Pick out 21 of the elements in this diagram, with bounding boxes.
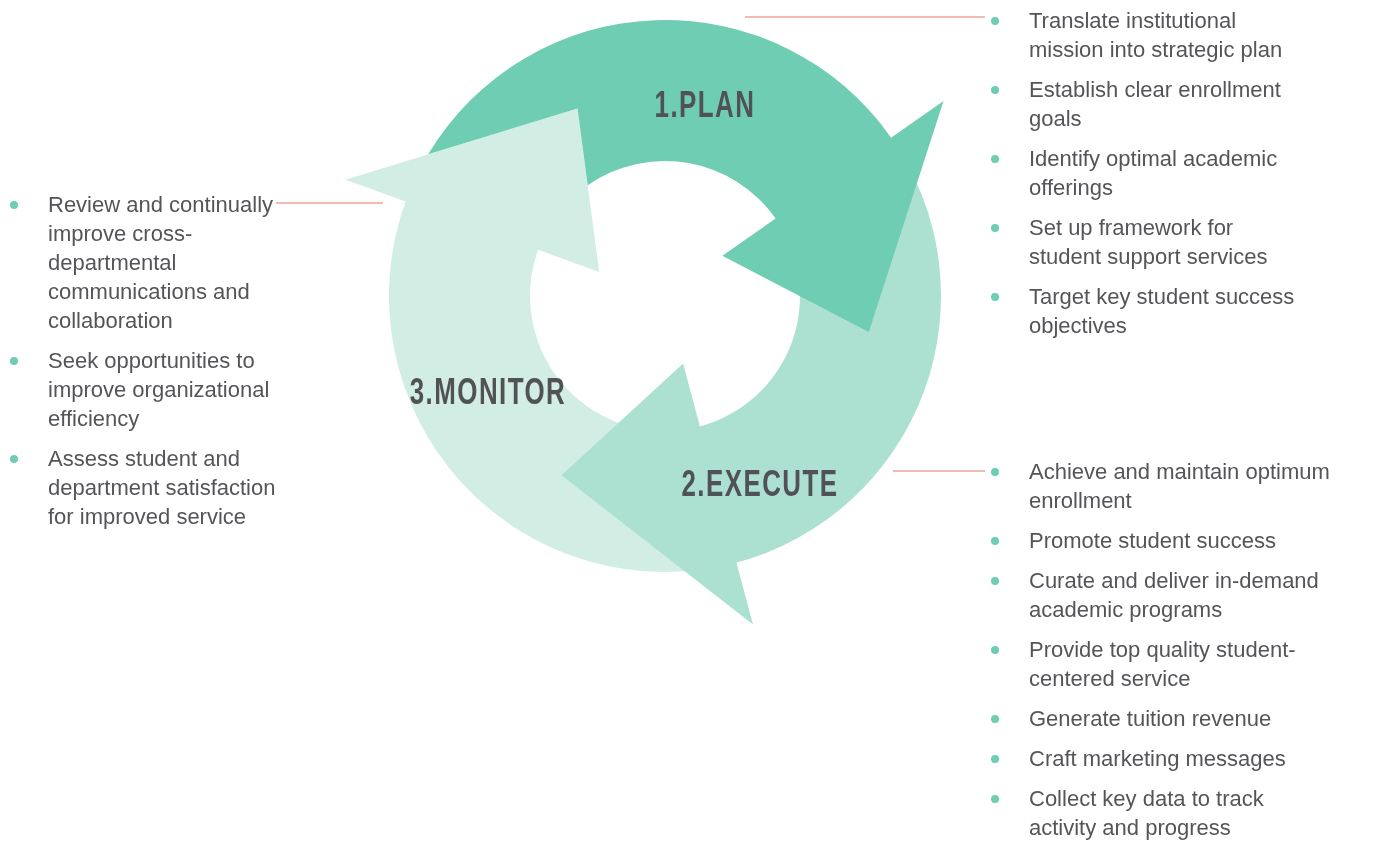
leader-line	[892, 470, 986, 472]
bullet-text: Provide top quality student-centered service	[1029, 636, 1297, 693]
stage-label: 3.MONITOR	[409, 374, 567, 410]
bullet-text: Craft marketing messages	[1029, 745, 1287, 773]
bullet-text: Seek opportunities to improve organizational efficiency	[48, 347, 271, 433]
bullet-text: Promote student success	[1029, 527, 1277, 555]
leader-line	[744, 16, 986, 18]
stage-label: 1.PLAN	[654, 87, 756, 123]
bullet-text: Establish clear enrollment goals	[1029, 76, 1282, 133]
stage-label: 2.EXECUTE	[681, 466, 839, 502]
bullet-text: Review and continually improve cross-departmental communications and collaboration	[48, 191, 275, 335]
bullet-text: Achieve and maintain optimum enrollment	[1029, 458, 1331, 515]
leader-line	[275, 202, 384, 204]
bullet-text: Assess student and department satisfaction for improved service	[48, 445, 276, 531]
bullet-text: Curate and deliver in-demand academic programs	[1029, 567, 1320, 624]
bullet-text: Set up framework for student support services	[1029, 214, 1269, 271]
bullet-text: Target key student success objectives	[1029, 283, 1296, 340]
bullet-text: Translate institutional mission into strategic plan	[1029, 7, 1284, 64]
bullet-text: Identify optimal academic offerings	[1029, 145, 1279, 202]
bullet-text: Generate tuition revenue	[1029, 705, 1273, 733]
bullet-text: Collect key data to track activity and progress	[1029, 785, 1265, 842]
